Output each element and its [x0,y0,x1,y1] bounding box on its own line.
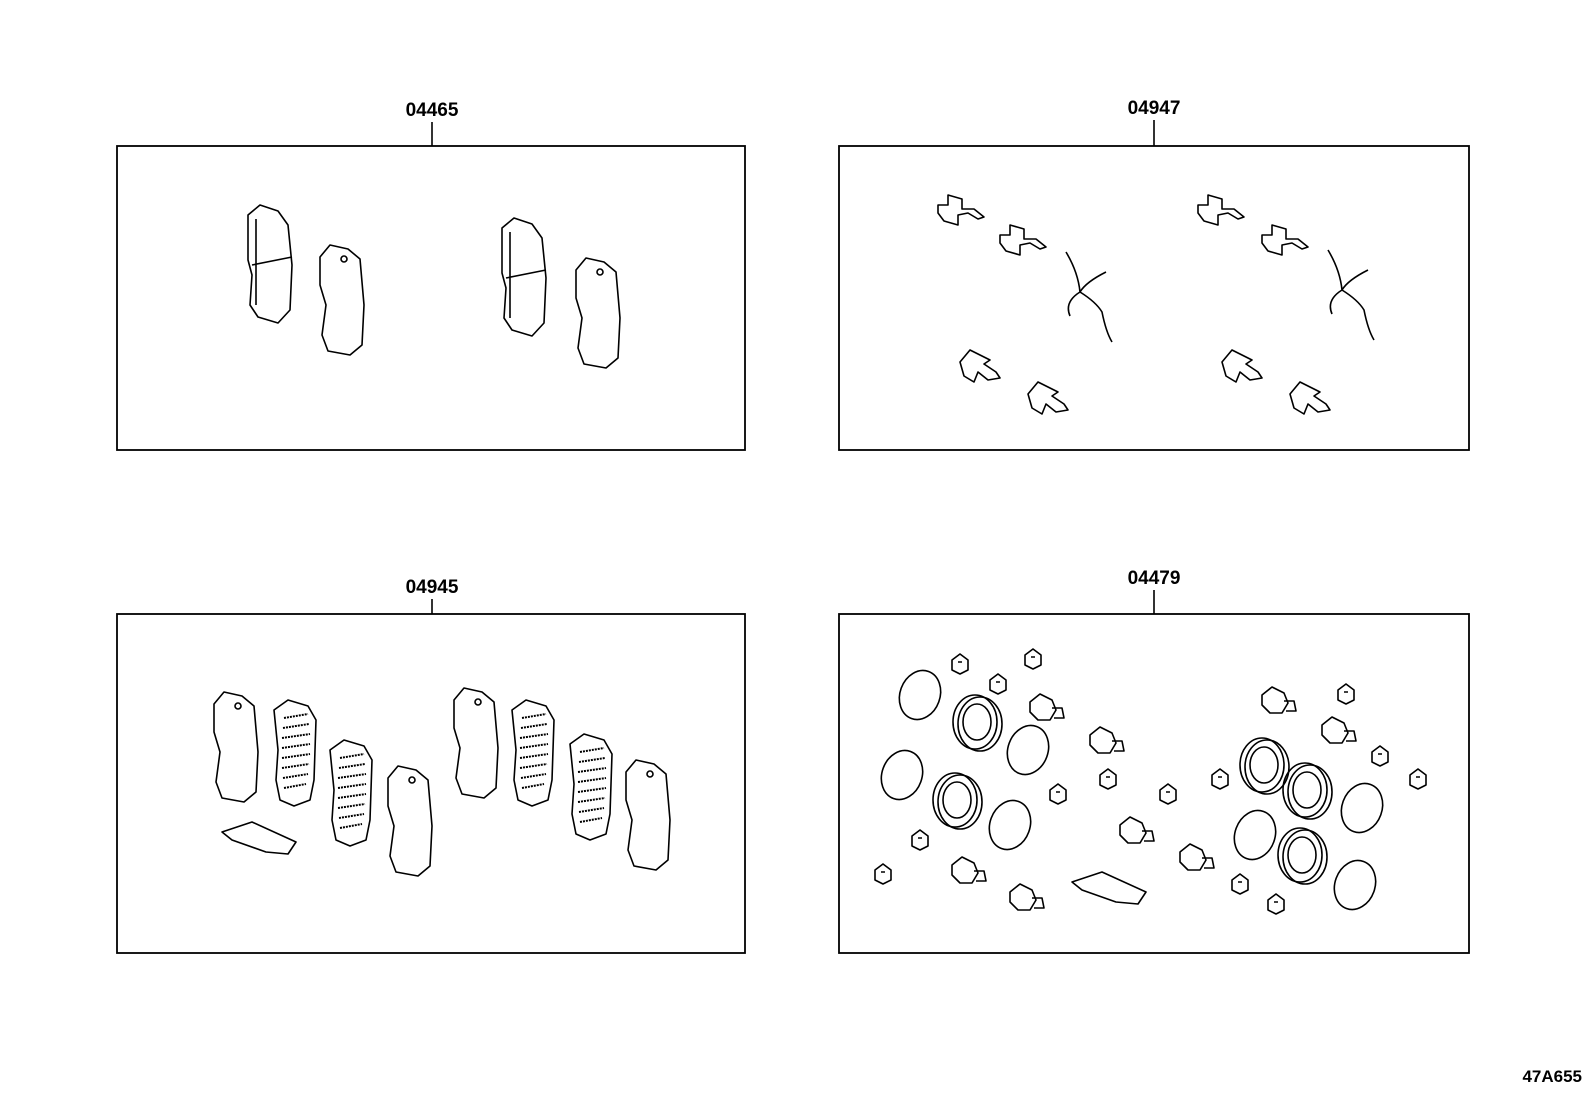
brake-pad [575,257,621,369]
part-number-label: 04479 [1128,568,1181,589]
bushing [1159,783,1177,805]
piston-seal [1282,762,1333,820]
snap-ring [999,718,1057,782]
kit-04465: 04465 [116,100,746,451]
pin-boot [1261,686,1297,714]
part-number-label: 04945 [406,577,459,598]
piston-seal [932,772,983,830]
piston-seal [952,694,1003,752]
bushing [1211,768,1229,790]
pin-boot [1321,716,1357,744]
shim [213,691,259,803]
bleeder-cap [951,653,969,675]
anti-rattle-clip [937,194,985,226]
shim [329,739,373,847]
bleeder-cap [989,673,1007,695]
anti-rattle-clip [959,349,1001,383]
part-number-label: 04947 [1128,98,1181,119]
pin-boot [951,856,987,884]
shim [273,699,317,807]
bleeder-cap [874,863,892,885]
bushing [1371,745,1389,767]
kit-04945: 04945 [116,577,746,954]
grease-packet [221,821,297,855]
pin-boot [1009,883,1045,911]
anti-rattle-clip [1027,381,1069,415]
snap-ring [981,793,1039,857]
bleeder-cap [911,829,929,851]
snap-ring [891,663,949,727]
part-number-label: 04465 [406,100,459,121]
shim [625,759,671,871]
shim [453,687,499,799]
bleeder-cap [1267,893,1285,915]
anti-rattle-clip [1261,224,1309,256]
brake-pad [501,217,547,337]
kit-frame [116,145,746,451]
illustration-code: 47A655 [1522,1067,1582,1086]
bleeder-cap [1024,648,1042,670]
spring [1327,249,1375,341]
kit-04479: 04479 [838,568,1470,954]
piston-seal [1277,827,1328,885]
bleeder-cap [1231,873,1249,895]
kit-frame [116,613,746,954]
shim [511,699,555,807]
brake-pad [319,244,365,356]
bushing [1099,768,1117,790]
pin-boot [1089,726,1125,754]
kit-04947: 04947 [838,98,1470,451]
grease-packet [1071,871,1147,905]
kit-frame [838,145,1470,451]
pin-boot [1029,693,1065,721]
snap-ring [1326,853,1384,917]
pin-boot [1119,816,1155,844]
anti-rattle-clip [1197,194,1245,226]
kit-frame [838,613,1470,954]
shim [387,765,433,877]
piston-seal [1239,737,1290,795]
bushing [1049,783,1067,805]
shim [569,733,613,841]
snap-ring [1333,776,1391,840]
anti-rattle-clip [1289,381,1331,415]
snap-ring [873,743,931,807]
bushing [1409,768,1427,790]
bleeder-cap [1337,683,1355,705]
brake-pad [247,204,293,324]
spring [1065,251,1113,343]
anti-rattle-clip [1221,349,1263,383]
pin-boot [1179,843,1215,871]
anti-rattle-clip [999,224,1047,256]
snap-ring [1226,803,1284,867]
